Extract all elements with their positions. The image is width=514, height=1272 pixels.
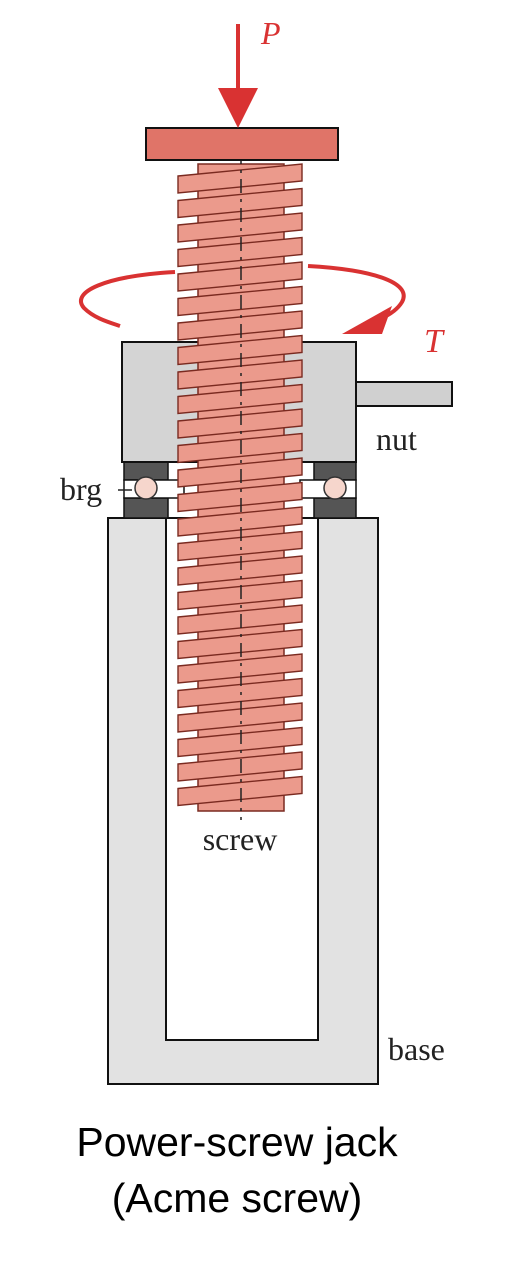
bearing-ball-left (134, 476, 158, 500)
bearing-label: brg (60, 471, 102, 507)
screw-thread (177, 187, 303, 219)
screw-thread (177, 702, 303, 733)
screw-thread (177, 383, 303, 415)
nut-label: nut (376, 421, 417, 457)
screw-thread (177, 677, 303, 709)
torque-arrow-left (79, 270, 176, 328)
torque-arrow-right (307, 264, 406, 324)
screw-thread (177, 432, 303, 464)
load-cap (145, 127, 339, 161)
screw-thread (177, 775, 303, 807)
screw-thread (177, 310, 303, 341)
screw-thread (177, 653, 303, 684)
screw-thread (177, 751, 303, 782)
screw-thread (177, 579, 303, 611)
screw-thread (177, 285, 303, 317)
screw-thread (177, 555, 303, 586)
bearing-ball-right (323, 476, 347, 500)
screw-thread (177, 628, 303, 660)
screw-thread (177, 408, 303, 439)
screw-label: screw (203, 821, 278, 857)
screw-thread (177, 481, 303, 513)
screw-thread (177, 604, 303, 635)
screw-thread (177, 212, 303, 243)
screw-thread (177, 163, 303, 194)
screw-thread (177, 261, 303, 292)
nut-handle (355, 381, 453, 407)
screw-thread (177, 457, 303, 488)
screw-threads (177, 163, 303, 812)
screw-thread (177, 530, 303, 562)
screw-thread (177, 726, 303, 758)
caption-title: Power-screw jack (76, 1119, 398, 1165)
bearing-race-left-bottom (123, 497, 169, 519)
bearing-race-right-bottom (313, 497, 357, 519)
screw-thread (177, 334, 303, 366)
screw-thread (177, 359, 303, 390)
caption-subtitle: (Acme screw) (111, 1175, 363, 1221)
screw-thread (177, 236, 303, 268)
base-label: base (388, 1031, 445, 1067)
screw-thread (177, 506, 303, 537)
torque-label: T (424, 323, 445, 360)
torque-arrowhead (342, 306, 392, 334)
load-label: P (260, 15, 281, 51)
